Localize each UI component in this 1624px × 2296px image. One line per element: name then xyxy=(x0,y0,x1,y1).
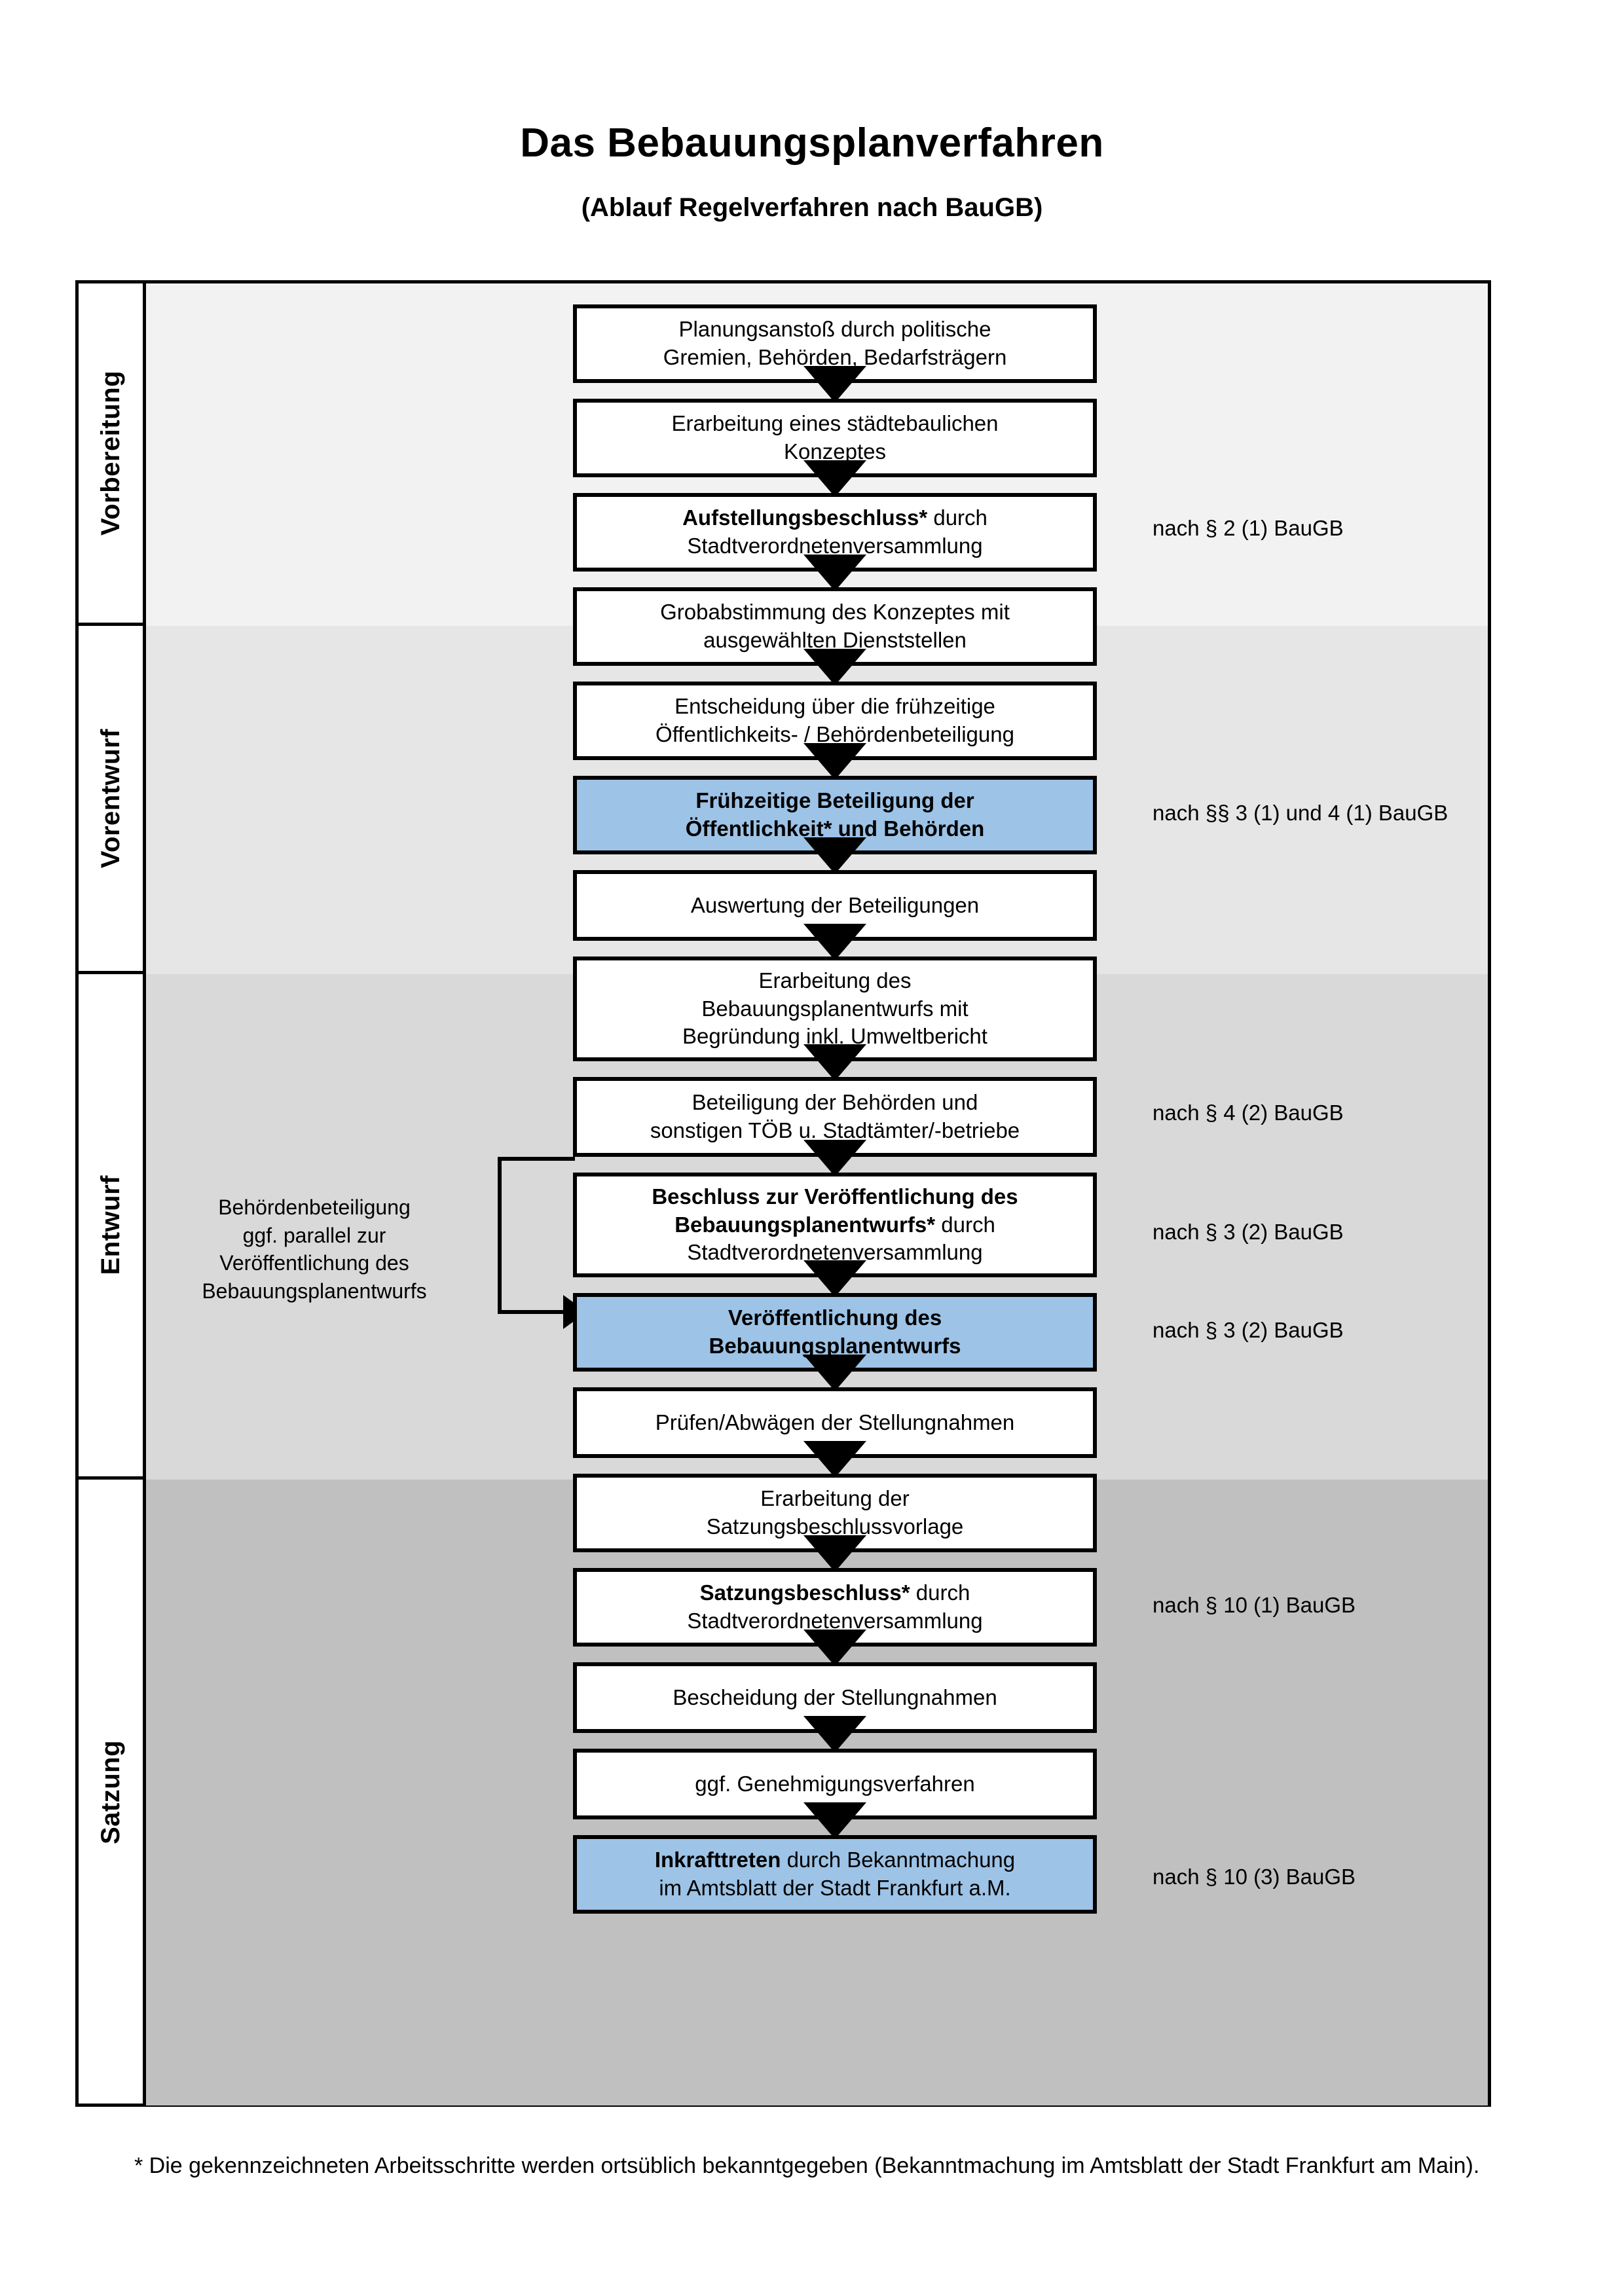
diagram-frame: Vorbereitung Vorentwurf Entwurf Satzung … xyxy=(75,280,1491,2107)
flow-box-line: ggf. Genehmigungsverfahren xyxy=(695,1771,975,1796)
flow-box-line: Erarbeitung eines städtebaulichen xyxy=(671,411,999,436)
law-note-7: nach § 10 (3) BauGB xyxy=(1153,1865,1356,1889)
flow-box-line: Veröffentlichung des xyxy=(728,1305,942,1330)
flow-box-line: Bebauungsplanentwurfs* durch xyxy=(582,1211,1088,1239)
flow-box-line: Öffentlichkeit* und Behörden xyxy=(685,816,985,841)
flow-box-line: Aufstellungsbeschluss* durch xyxy=(582,504,1088,532)
side-note-line: ggf. parallel zur xyxy=(242,1223,386,1247)
section-label-text: Satzung xyxy=(96,1740,125,1845)
flow-box-line: Frühzeitige Beteiligung der xyxy=(695,788,974,813)
section-label-vorbereitung: Vorbereitung xyxy=(79,283,143,626)
law-note-6: nach § 10 (1) BauGB xyxy=(1153,1593,1356,1617)
flow-box-line: Bebauungsplanentwurfs mit xyxy=(701,996,969,1021)
page-subtitle: (Ablauf Regelverfahren nach BauGB) xyxy=(581,193,1043,223)
arrow-down-icon xyxy=(803,837,866,874)
flow-box-line: Stadtverordnetenversammlung xyxy=(687,534,983,558)
flow-box-line-rest: durch xyxy=(935,1212,995,1237)
page-title: Das Bebauungsplanverfahren xyxy=(520,120,1104,166)
section-label-satzung: Satzung xyxy=(79,1480,143,2105)
arrow-down-icon xyxy=(803,1716,866,1753)
arrow-down-icon xyxy=(803,743,866,780)
flow-box-line: ausgewählten Dienststellen xyxy=(703,628,967,652)
flow-box-line: Erarbeitung des xyxy=(758,968,912,993)
side-note-line: Veröffentlichung des xyxy=(219,1251,409,1275)
flow-box-bold-text: Satzungsbeschluss* xyxy=(699,1580,910,1605)
bracket-vertical-segment xyxy=(498,1157,502,1314)
bracket-top-segment xyxy=(498,1157,575,1161)
footnote: * Die gekennzeichneten Arbeitsschritte w… xyxy=(134,2153,1480,2178)
flow-box-line: Erarbeitung der xyxy=(760,1486,910,1511)
flow-box-line: Konzeptes xyxy=(784,439,886,464)
flow-box-line: Planungsanstoß durch politische xyxy=(678,317,991,342)
section-label-column: Vorbereitung Vorentwurf Entwurf Satzung xyxy=(79,283,146,2104)
flow-box-planungsanstoss[interactable]: Planungsanstoß durch politische Gremien,… xyxy=(573,304,1097,383)
law-note-1: nach § 2 (1) BauGB xyxy=(1153,516,1344,540)
flow-box-line: Bebauungsplanentwurfs xyxy=(709,1334,961,1358)
section-label-text: Vorbereitung xyxy=(96,371,125,536)
arrow-down-icon xyxy=(803,1630,866,1666)
flow-box-line: Beschluss zur Veröffentlichung des xyxy=(582,1183,1088,1211)
law-note-4: nach § 3 (2) BauGB xyxy=(1153,1220,1344,1244)
flow-box-line-rest: durch xyxy=(927,505,987,530)
flow-box-line: Grobabstimmung des Konzeptes mit xyxy=(660,600,1010,625)
arrow-down-icon xyxy=(803,460,866,497)
arrow-down-icon xyxy=(803,649,866,685)
flow-box-line: Auswertung der Beteiligungen xyxy=(690,892,980,917)
arrow-down-icon xyxy=(803,1355,866,1391)
flow-box-line: sonstigen TÖB u. Stadtämter/-betriebe xyxy=(650,1118,1020,1142)
side-note-line: Bebauungsplanentwurfs xyxy=(202,1279,427,1303)
flow-box-line: im Amtsblatt der Stadt Frankfurt a.M. xyxy=(659,1876,1011,1900)
bracket-bottom-segment xyxy=(498,1310,563,1314)
arrow-down-icon xyxy=(803,924,866,960)
flow-box-bold-text: Inkrafttreten xyxy=(654,1848,781,1872)
flow-box-line: Satzungsbeschlussvorlage xyxy=(706,1514,964,1539)
arrow-down-icon xyxy=(803,366,866,403)
arrow-down-icon xyxy=(803,1441,866,1478)
law-note-5: nach § 3 (2) BauGB xyxy=(1153,1318,1344,1342)
flow-box-line: Stadtverordnetenversammlung xyxy=(687,1609,983,1633)
flow-box-beschluss-veroeffentlichung[interactable]: Beschluss zur Veröffentlichung des Bebau… xyxy=(573,1173,1097,1277)
flow-box-line: Beteiligung der Behörden und xyxy=(692,1090,978,1115)
flow-box-line: Entscheidung über die frühzeitige xyxy=(674,694,995,719)
flow-box-line-rest: durch Bekanntmachung xyxy=(781,1848,1016,1872)
arrow-down-icon xyxy=(803,1260,866,1297)
flow-box-inkrafttreten[interactable]: Inkrafttreten durch Bekanntmachung im Am… xyxy=(573,1835,1097,1914)
section-label-text: Vorentwurf xyxy=(96,728,125,869)
arrow-down-icon xyxy=(803,1140,866,1176)
section-label-text: Entwurf xyxy=(96,1175,125,1275)
flow-box-bold-text: Beschluss zur Veröffentlichung des xyxy=(652,1184,1018,1209)
flow-box-line: Prüfen/Abwägen der Stellungnahmen xyxy=(655,1410,1015,1434)
arrow-down-icon xyxy=(803,555,866,591)
flow-box-line: Öffentlichkeits- / Behördenbeteiligung xyxy=(655,722,1014,746)
flow-box-line: Gremien, Behörden, Bedarfsträgern xyxy=(663,345,1007,369)
law-note-3: nach § 4 (2) BauGB xyxy=(1153,1101,1344,1125)
flow-box-line-rest: durch xyxy=(910,1580,970,1605)
flow-box-line: Inkrafttreten durch Bekanntmachung xyxy=(582,1846,1088,1874)
header-block: Das Bebauungsplanverfahren (Ablauf Regel… xyxy=(0,120,1624,223)
side-note-line: Behördenbeteiligung xyxy=(218,1195,411,1219)
flow-box-line: Satzungsbeschluss* durch xyxy=(582,1579,1088,1607)
law-note-2: nach §§ 3 (1) und 4 (1) BauGB xyxy=(1153,801,1449,825)
side-note-behoerdenbeteiligung: Behördenbeteiligung ggf. parallel zur Ve… xyxy=(174,1194,455,1305)
flow-box-line: Bescheidung der Stellungnahmen xyxy=(673,1685,997,1709)
arrow-down-icon xyxy=(803,1535,866,1572)
arrow-down-icon xyxy=(803,1802,866,1839)
section-label-entwurf: Entwurf xyxy=(79,974,143,1480)
arrow-down-icon xyxy=(803,1044,866,1081)
flow-box-bold-text: Aufstellungsbeschluss* xyxy=(682,505,928,530)
flow-box-bold-text: Bebauungsplanentwurfs* xyxy=(674,1212,936,1237)
section-label-vorentwurf: Vorentwurf xyxy=(79,626,143,974)
